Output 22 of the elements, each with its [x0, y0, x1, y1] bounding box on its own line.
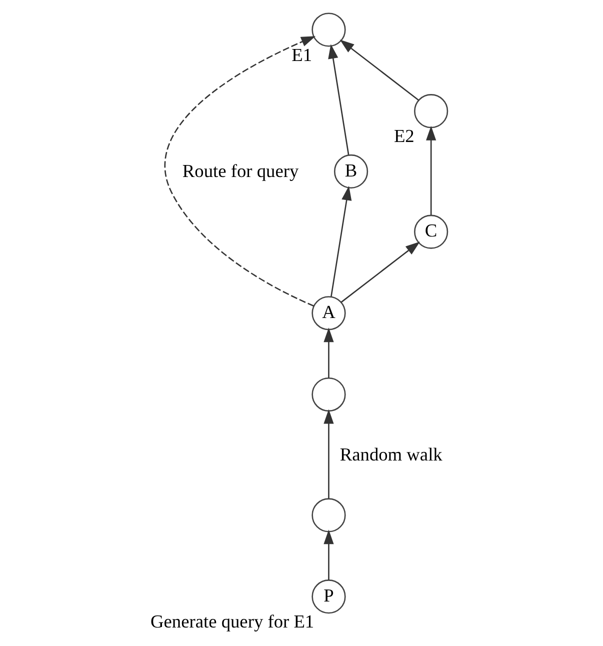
node-circle: P: [312, 580, 346, 614]
edge-label: Random walk: [340, 444, 442, 464]
node-circle: C: [414, 214, 448, 249]
edge-label: Route for query: [182, 160, 299, 181]
arrow: [324, 328, 334, 378]
arrow: [324, 409, 334, 498]
arrow: [164, 36, 316, 307]
node-label: Generate query for E1: [150, 612, 314, 632]
node-circle: B: [334, 154, 368, 188]
node-circle: [312, 498, 346, 532]
arrow: [328, 44, 350, 155]
arrow: [340, 242, 420, 303]
node-circle: [312, 377, 346, 412]
node-label: E1: [292, 44, 312, 65]
arrow: [324, 530, 334, 580]
arrow: [330, 186, 352, 297]
node-label: E2: [394, 126, 414, 146]
node-circle: A: [312, 296, 346, 330]
arrow: [426, 126, 436, 216]
arrow: [340, 40, 419, 101]
node-circle: [312, 12, 346, 47]
node-circle: [414, 94, 448, 128]
